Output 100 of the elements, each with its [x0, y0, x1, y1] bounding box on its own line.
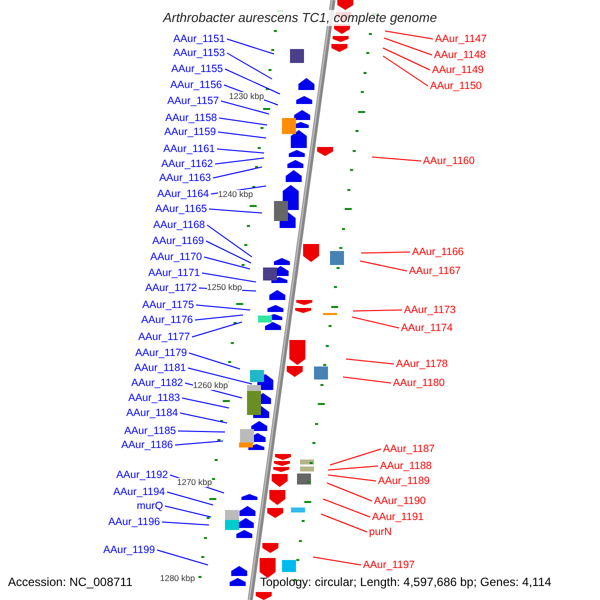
gene-label: AAur_1184 [126, 406, 178, 420]
gene-label: AAur_1179 [135, 346, 187, 360]
gene-label: AAur_1153 [173, 46, 225, 60]
leader-line [328, 474, 376, 482]
gene-label: AAur_1190 [374, 494, 426, 508]
gene-label: AAur_1148 [434, 48, 486, 62]
gene-label: AAur_1147 [435, 32, 487, 46]
gene-label: AAur_1162 [161, 157, 213, 171]
leader-line [352, 316, 400, 328]
scale-label: 1240 kbp [218, 190, 253, 199]
gene-label: AAur_1194 [113, 485, 165, 499]
leader-line [164, 506, 212, 518]
leader-line [342, 376, 392, 384]
genome-info: Accession: NC_008711 [8, 575, 133, 589]
gene-label: AAur_1197 [363, 558, 415, 572]
gene-label: AAur_1169 [152, 234, 204, 248]
gene-label: AAur_1199 [103, 543, 155, 557]
leader-line [328, 466, 378, 470]
leader-line [382, 48, 430, 70]
leader-line [382, 56, 428, 86]
gene-label: AAur_1177 [138, 330, 190, 344]
gene-label: AAur_1164 [157, 187, 209, 201]
leader-line [312, 556, 362, 566]
gene-label: AAur_1171 [148, 266, 200, 280]
leader-line [162, 522, 210, 526]
gene-label: AAur_1159 [164, 125, 216, 139]
leader-line [384, 38, 432, 56]
gene-label: AAur_1182 [131, 376, 183, 390]
leader-line [360, 252, 410, 254]
leader-line [180, 412, 228, 424]
leader-line [326, 482, 372, 502]
gene-label: AAur_1178 [396, 357, 448, 371]
leader-line [226, 52, 272, 80]
gene-label: AAur_1192 [116, 468, 168, 482]
leader-line [384, 30, 434, 40]
gene-label: AAur_1180 [393, 376, 445, 390]
gene-label: AAur_1156 [170, 78, 222, 92]
leader-line [202, 272, 256, 282]
leader-line [218, 118, 268, 126]
title: Arthrobacter aurescens TC1, complete genome [161, 10, 439, 26]
leader-line [194, 314, 244, 320]
leader-line [188, 368, 252, 384]
gene-label: AAur_1151 [173, 32, 225, 46]
gene-label: AAur_1155 [171, 62, 223, 76]
gene-label: AAur_1185 [124, 424, 176, 438]
leader-line [320, 514, 368, 532]
gene-label: AAur_1188 [380, 459, 432, 473]
leader-line [218, 132, 266, 138]
leader-line [352, 310, 402, 312]
leader-line [178, 430, 226, 432]
leader-line [156, 550, 208, 566]
leader-line [212, 166, 262, 178]
gene-label: AAur_1160 [423, 154, 475, 168]
scale-label: 1250 kbp [207, 283, 242, 292]
leader-line [322, 498, 370, 518]
leader-line [188, 352, 240, 370]
gene-label: purN [369, 525, 392, 539]
gene-label: AAur_1150 [430, 79, 482, 93]
leader-line [196, 304, 250, 310]
gene-label: AAur_1168 [153, 218, 205, 232]
gene-label: AAur_1196 [108, 515, 160, 529]
gene-label: AAur_1187 [383, 442, 435, 456]
gene-label: AAur_1167 [409, 264, 461, 278]
leader-line [226, 38, 274, 54]
gene-label: AAur_1149 [432, 63, 484, 77]
leader-line [220, 100, 270, 114]
scale-label: 1280 kbp [160, 574, 195, 583]
leader-line [204, 256, 250, 270]
gene-label: AAur_1186 [121, 438, 173, 452]
gene-label: AAur_1175 [142, 298, 194, 312]
gene-label: AAur_1173 [404, 303, 456, 317]
gene-label: AAur_1166 [412, 245, 464, 259]
leader-line [360, 260, 408, 272]
gene-label: AAur_1163 [159, 171, 211, 185]
scale-label: 1230 kbp [229, 92, 264, 101]
gene-label: AAur_1174 [401, 321, 453, 335]
genome-info: Topology: circular; Length: 4,597,686 bp; Genes: 4,114 [260, 575, 552, 589]
scale-label: 1260 kbp [193, 381, 228, 390]
gene-label: AAur_1176 [141, 313, 193, 327]
leader-line [182, 398, 230, 408]
gene-label: AAur_1158 [165, 111, 217, 125]
leader-line [346, 358, 394, 364]
gene-label: AAur_1165 [155, 202, 207, 216]
gene-label: AAur_1157 [167, 94, 219, 108]
leader-line [192, 322, 242, 338]
leader-line [174, 440, 224, 446]
gene-label: AAur_1170 [150, 250, 202, 264]
leader-line [208, 208, 262, 214]
leader-line [214, 158, 264, 164]
gene-label: AAur_1172 [145, 281, 197, 295]
gene-label: AAur_1181 [134, 361, 186, 375]
leader-line [206, 240, 252, 264]
leader-line [330, 448, 382, 466]
gene-label: murQ [136, 499, 163, 513]
leader-line [372, 156, 422, 162]
scale-label: 1270 kbp [177, 478, 212, 487]
gene-label: AAur_1189 [378, 474, 430, 488]
leader-line [166, 492, 214, 506]
gene-label: AAur_1161 [163, 142, 215, 156]
gene-label: AAur_1191 [372, 510, 424, 524]
